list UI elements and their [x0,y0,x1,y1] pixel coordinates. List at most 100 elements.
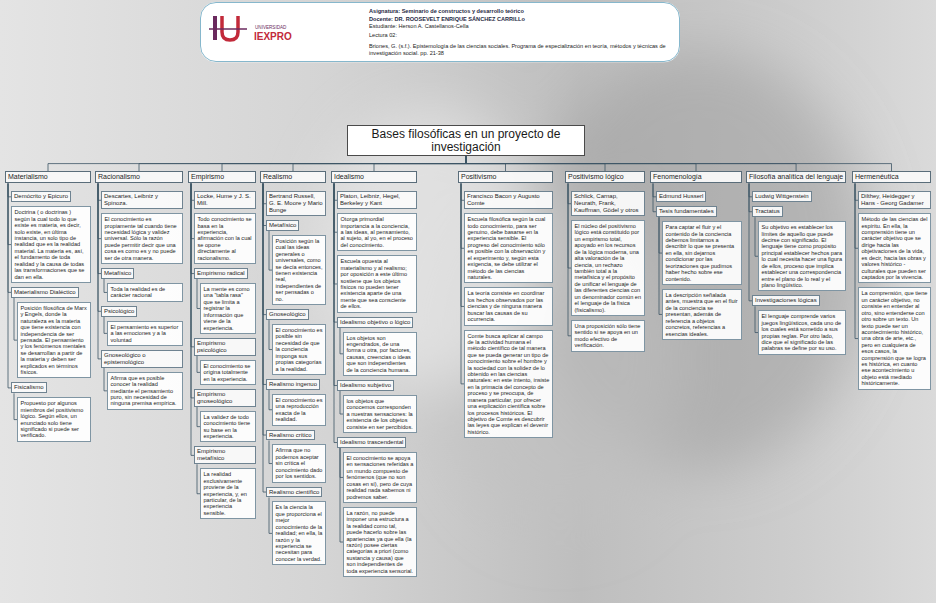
description-text: Su objetivo es establecer los límites de… [762,224,843,288]
topic-text: Empirismo psicológico [197,340,253,354]
description-text: Para captar el fluir y el contenido de l… [666,224,739,282]
description-box: El conocimiento es propiamente tal cuand… [101,213,183,264]
topic-text: Demócrito y Epicuro [14,193,68,200]
topic-box: Empirismo metafísico [194,446,256,464]
topic-text: Empirismo radical [197,270,245,277]
topic-text: Descartes, Leibniz y Spinoza. [104,193,180,207]
teacher-line: Docente: DR. ROOSEVELT ENRIQUE SÁNCHEZ C… [369,16,673,23]
reading-label: Lectura 02: [369,32,673,39]
description-text: Escuela opuesta al materialismo y al rea… [341,258,414,309]
topic-box: Platon, Leibniz, Hegel, Berkeley y Kant [337,191,417,209]
description-text: El núcleo del positivismo lógico está co… [575,223,642,313]
topic-box: Metafísico [266,220,299,231]
description-box: Todo conocimiento se basa en la experien… [194,213,256,264]
title-box: Bases filosóficas en un proyecto de inve… [347,125,585,156]
branch-header: Idealismo [331,171,417,183]
topic-text: Idealismo objetivo o lógico [340,319,410,326]
topic-box: Tractatus [752,206,783,217]
connector-line [222,156,466,171]
title-text: Bases filosóficas en un proyecto de inve… [368,128,564,153]
description-text: La validez de todo conocimiento tiene su… [204,414,253,440]
topic-box: Realismo ingenuo [266,379,320,390]
description-text: El pensamiento es superior a las emocion… [111,324,180,343]
description-text: Doctrina ( o doctrinas ) según la cual t… [15,209,88,280]
topic-box: Tesis fundamentales [656,206,717,217]
description-box: Método de las ciencias del espíritu. En … [858,213,931,283]
description-box: Otorga primordial importancia a la conci… [337,213,417,251]
topic-box: Realismo crítico [266,430,315,441]
topic-box: Idealismo objetivo o lógico [337,317,413,328]
description-box: Una proposición sólo tiene sentido si se… [571,320,645,352]
description-text: El conocimiento se origina totalmente en… [204,363,253,382]
branch-header: Positivismo lógico [565,171,645,183]
branch-header: Racionalismo [95,171,183,183]
topic-box: Fisicalismo [11,382,47,393]
description-box: Afirma que no podemos aceptar sin crític… [272,444,326,482]
topic-box: Bertrand Russell, G. E. Moore y Mario Bu… [266,191,326,216]
topic-box: Demócrito y Epicuro [11,191,71,202]
reference-text: Briones, G. (s.f.). Epistemología de las… [369,43,673,56]
description-text: El conocimiento es propiamente tal cuand… [105,216,180,261]
description-box: Propuesto por algunos miembros del posit… [17,397,91,442]
topic-text: Realismo científico [269,489,319,496]
description-text: El conocimiento es posible sin necesidad… [276,327,323,372]
topic-text: Realismo crítico [269,432,312,439]
header-text: Realismo [263,173,323,181]
topic-text: Realismo ingenuo [269,381,317,388]
header-text: Positivismo lógico [568,173,642,181]
description-box: La comprensión, que tiene un carácter ob… [858,287,931,389]
header-text: Fenomenología [653,173,739,181]
topic-box: Idealismo trascendental [337,437,406,448]
description-box: La descripción señalada antes, muestra q… [662,289,742,340]
description-text: El lenguaje comprende varios juegos ling… [762,313,843,352]
branch-header: Empirismo [188,171,256,183]
topic-text: Metafísico [104,270,131,277]
description-box: El núcleo del positivismo lógico está co… [571,220,645,316]
connector-line [139,156,466,171]
topic-text: Psicológico [104,308,134,315]
header-text: Materialismo [8,173,88,181]
student-line: Estudiante: Herson A. Castellanos-Cella [369,23,673,30]
description-box: Es la ciencia la que proporciona el mejo… [272,501,326,565]
description-box: Los objetos son engendrados, de una form… [343,332,417,377]
description-box: Doctrina ( o doctrinas ) según la cual t… [11,206,91,283]
description-text: Afirma que es posible conocer la realida… [111,375,180,407]
description-box: La mente es como una "tabla rasa" que se… [200,283,256,334]
description-box: Escuela filosófica según la cual todo co… [464,213,553,283]
topic-box: Psicológico [101,306,137,317]
topic-box: Gnoseológico o epistemológico [101,350,183,368]
topic-box: Realismo científico [266,487,322,498]
header-text: Positivismo [461,173,550,181]
connector-line [48,156,466,171]
topic-box: Idealismo subjetivo [337,380,394,391]
description-text: El conocimiento es una reproducción exac… [276,397,323,423]
branch-header: Hermenéutica [852,171,931,183]
topic-text: Edmund Husserl [659,193,703,200]
description-box: La realidad exclusivamente proviene de l… [200,468,256,519]
description-text: Propuesto por algunos miembros del posit… [21,400,88,439]
topic-text: Idealismo subjetivo [340,382,391,389]
header-text: Hermenéutica [855,173,928,181]
description-box: Comte busca aplicar al campo de la activ… [464,330,553,439]
description-box: El conocimiento es posible sin necesidad… [272,324,326,375]
topic-text: Metafísico [269,222,296,229]
topic-text: Bertrand Russell, G. E. Moore y Mario Bu… [269,193,323,214]
description-text: Comte busca aplicar al campo de la activ… [468,333,550,436]
description-box: Su objetivo es establecer los límites de… [758,221,846,291]
topic-box: Empirismo radical [194,268,248,279]
description-box: El conocimiento se apoya en sensaciones … [343,452,417,503]
branch-header: Filosofía analítica del lenguaje [746,171,846,183]
topic-box: Empirismo gnoseológico [194,389,256,407]
description-text: La teoría consiste en coordinar los hech… [468,290,550,322]
topic-box: Gnoseológico [266,309,309,320]
logo-stroke [209,28,247,30]
description-box: El lenguaje comprende varios juegos ling… [758,310,846,355]
topic-text: Francisco Bacon y Augusto Comte [467,193,550,207]
topic-text: Locke, Hume y J. S. Mill. [197,193,253,207]
description-text: Posición filosófica de Marx y Engels, do… [21,305,88,376]
branch-header: Realismo [260,171,326,183]
topic-text: Gnoseológico o epistemológico [104,352,180,366]
description-text: Toda la realidad es de carácter racional [111,286,180,299]
description-box: los objetos que conocemos corresponden a… [343,395,417,433]
branch-header: Positivismo [458,171,553,183]
